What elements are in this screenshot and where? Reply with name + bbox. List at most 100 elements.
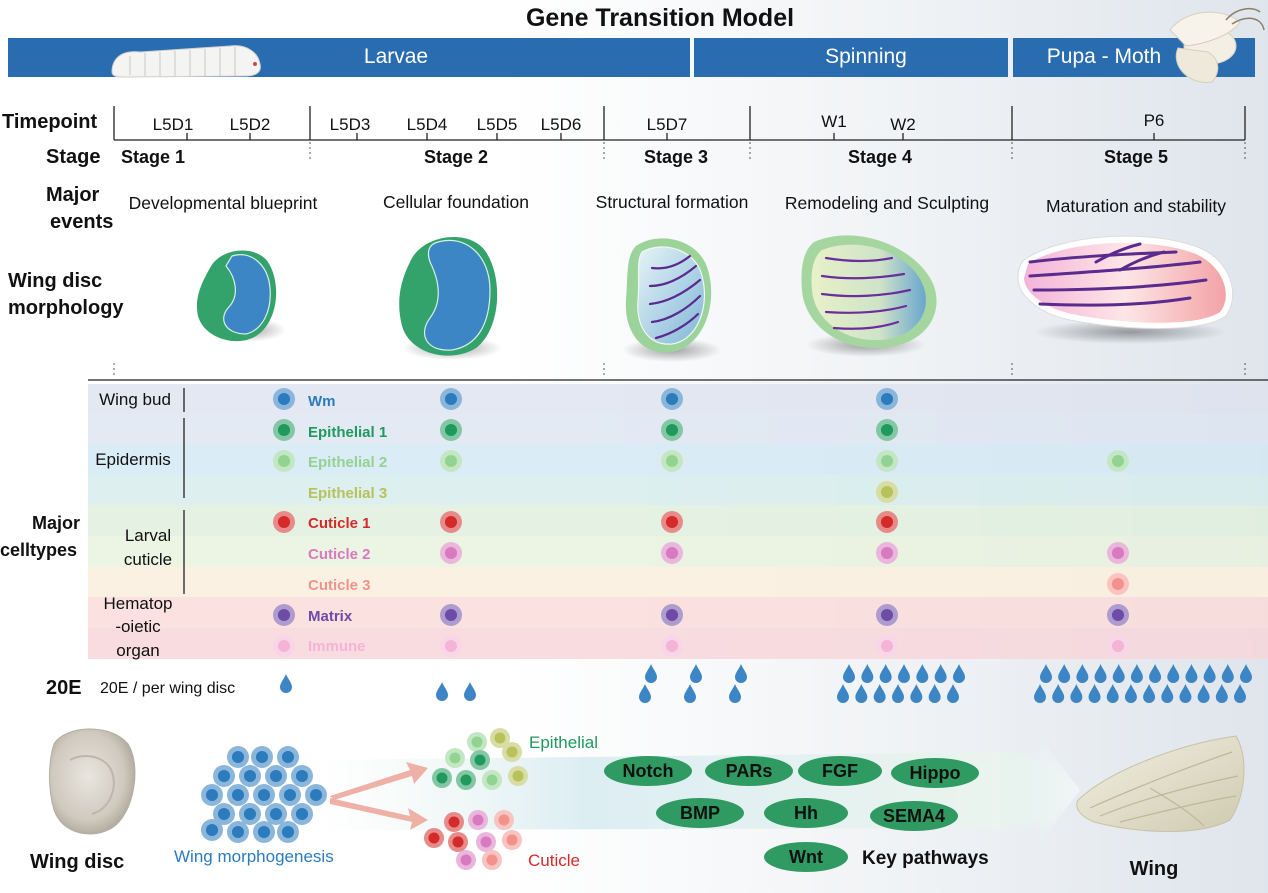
bottom-section: Wing disc Wing morphogenesis Epithelial … <box>30 728 1245 880</box>
cell-type-label: Matrix <box>308 608 353 625</box>
pathway-wnt: Wnt <box>764 842 848 872</box>
cuticle-cell <box>444 812 464 832</box>
hormone-drop <box>1106 684 1119 703</box>
wing-bud-cell <box>201 784 223 806</box>
cuticle-cell <box>494 810 514 830</box>
pathway-bmp: BMP <box>656 798 744 828</box>
event-label: Maturation and stability <box>1046 196 1226 216</box>
timepoint-label: L5D6 <box>541 115 582 134</box>
wing-bud-cell <box>253 821 275 843</box>
wing-bud-cell <box>277 821 299 843</box>
hormone-drop <box>639 684 651 703</box>
cell-dot <box>440 511 462 533</box>
pathway-label: Hh <box>794 803 818 823</box>
phase-label-pupa: Pupa - Moth <box>1047 45 1161 68</box>
timepoint-label: L5D3 <box>330 115 371 134</box>
cell-dot <box>876 604 898 626</box>
hormone-drop <box>1197 684 1210 703</box>
header-major-events-1: Major <box>46 184 100 206</box>
pathway-pars: PARs <box>705 756 793 786</box>
hormone-drop <box>1124 684 1137 703</box>
phase-label-larvae: Larvae <box>364 45 428 68</box>
wing-bud-cell <box>265 765 287 787</box>
pathway-pills: Notch PARs FGF Hippo BMP Hh SEMA4 Wnt <box>604 756 979 872</box>
cuticle-cell <box>456 850 476 870</box>
wing-bud-cell <box>291 765 313 787</box>
cell-dot <box>440 635 462 657</box>
adult-wing-photo <box>1076 735 1245 832</box>
hormone-drop <box>879 664 892 683</box>
cell-type-label: Epithelial 2 <box>308 454 387 471</box>
hormone-drop <box>1161 684 1174 703</box>
hormone-drop <box>873 684 886 703</box>
wing-bud-cell <box>201 819 223 841</box>
hormone-drop <box>684 684 696 703</box>
epithelial-cell <box>502 742 522 762</box>
cell-dot <box>876 388 898 410</box>
cell-dot <box>273 450 295 472</box>
epithelial-cell <box>482 770 502 790</box>
cell-dot <box>273 635 295 657</box>
epithelial-cell <box>432 768 452 788</box>
hormone-drop <box>934 664 947 683</box>
hormone-drop <box>1052 684 1065 703</box>
pathway-notch: Notch <box>604 756 692 786</box>
hormone-drop <box>1167 664 1180 683</box>
hormone-drop <box>1112 664 1125 683</box>
wing-bud-cell-cluster <box>201 746 327 843</box>
cell-dot <box>273 388 295 410</box>
moth-icon <box>1169 7 1265 83</box>
hormone-drop <box>1179 684 1192 703</box>
hormone-drop <box>1240 664 1252 683</box>
figure-title: Gene Transition Model <box>526 4 794 32</box>
wing-bud-cell <box>227 746 249 768</box>
stage-label: Stage 2 <box>424 147 488 167</box>
cell-group-label: organ <box>116 641 159 660</box>
pathway-label: Hippo <box>910 763 961 783</box>
stage-label: Stage 3 <box>644 147 708 167</box>
cell-dot <box>273 511 295 533</box>
epithelial-cell <box>490 728 510 748</box>
hormone-drop <box>1203 664 1216 683</box>
hormone-drop <box>843 664 855 683</box>
cell-group-label: Larval <box>125 526 171 545</box>
hormone-drop <box>436 682 448 701</box>
header-timepoint: Timepoint <box>2 111 98 133</box>
timeline-axis <box>113 106 1246 141</box>
silkworm-icon <box>111 45 261 78</box>
epithelial-cell <box>470 750 490 770</box>
cell-dot <box>876 419 898 441</box>
header-celltypes-2: celltypes <box>0 540 77 560</box>
hormone-drop <box>1234 684 1246 703</box>
hormone-drop <box>280 674 292 693</box>
cell-type-label: Cuticle 3 <box>308 577 371 594</box>
hormone-drop <box>947 684 959 703</box>
timepoint-labels: L5D1 L5D2 L5D3 L5D4 L5D5 L5D6 L5D7 W1 W2… <box>153 111 1165 134</box>
hormone-drop <box>645 664 657 683</box>
cell-dot <box>1107 635 1129 657</box>
hormone-drop <box>1088 684 1101 703</box>
cell-dot <box>876 450 898 472</box>
cell-group-label: Epidermis <box>95 450 171 469</box>
wing-disc-stage-3 <box>622 238 722 362</box>
cuticle-cell <box>482 850 502 870</box>
cell-type-label: Wm <box>308 393 336 410</box>
pathway-hh: Hh <box>764 798 848 828</box>
wing-bud-cell <box>265 803 287 825</box>
phase-banner: Larvae Spinning Pupa - Moth <box>8 38 1255 77</box>
epithelial-cell <box>456 770 476 790</box>
hormone-drop <box>1185 664 1198 683</box>
wing-bud-cell <box>279 784 301 806</box>
cell-type-label: Epithelial 3 <box>308 485 387 502</box>
phase-label-spinning: Spinning <box>825 45 907 68</box>
header-morphology-1: Wing disc <box>8 270 102 292</box>
cuticle-label: Cuticle <box>528 851 580 870</box>
hormone-drop <box>855 684 868 703</box>
pathway-hippo: Hippo <box>891 758 979 788</box>
cell-dot <box>661 419 683 441</box>
stage-label: Stage 4 <box>848 147 912 167</box>
hormone-drop <box>735 664 747 683</box>
pathway-label: Wnt <box>789 847 823 867</box>
hormone-drop <box>729 684 741 703</box>
